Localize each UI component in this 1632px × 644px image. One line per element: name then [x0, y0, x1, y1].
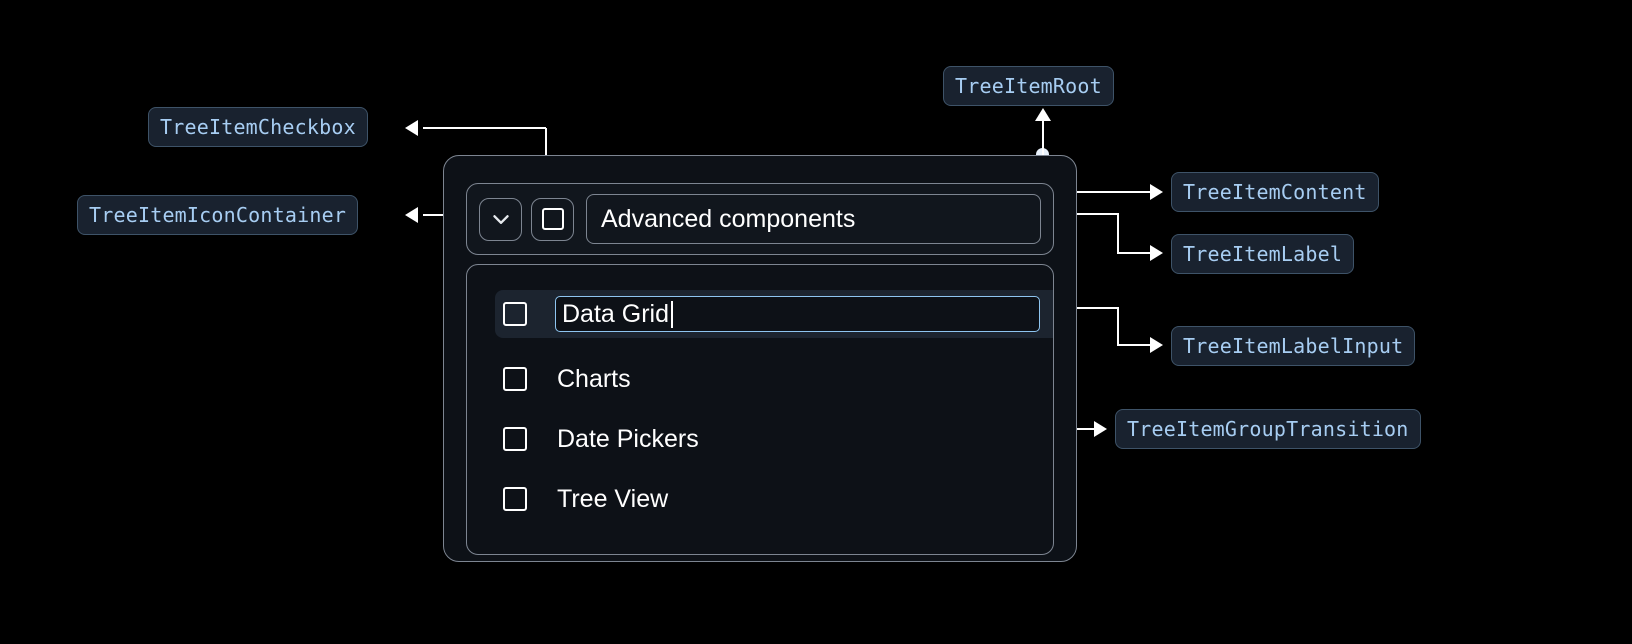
connector-arrow-label-input — [1150, 337, 1163, 353]
connector-arrow-content — [1150, 184, 1163, 200]
connector-line-label-h1 — [1041, 213, 1119, 215]
connector-arrow-checkbox — [405, 120, 418, 136]
connector-line-label-input-h2 — [1117, 344, 1153, 346]
tree-item-label: Charts — [557, 364, 631, 393]
annotation-chip-tree-item-root: TreeItemRoot — [943, 66, 1114, 106]
annotation-chip-tree-item-label: TreeItemLabel — [1171, 234, 1355, 274]
tree-item-row-editing[interactable]: Data Grid — [495, 290, 1053, 338]
tree-item-checkbox[interactable] — [531, 197, 574, 241]
connector-line-label-h2 — [1117, 252, 1153, 254]
connector-line-root-vertical — [1042, 120, 1044, 156]
text-caret — [670, 300, 673, 328]
tree-item-root[interactable]: Advanced components Data Grid Charts Dat… — [443, 155, 1077, 562]
tree-item-label-input[interactable]: Data Grid — [555, 296, 1040, 332]
tree-item-icon-container[interactable] — [479, 197, 522, 241]
connector-line-label-v — [1117, 213, 1119, 253]
connector-line-checkbox-horizontal — [423, 127, 546, 129]
checkbox-unchecked-icon — [541, 208, 564, 230]
checkbox-unchecked-icon[interactable] — [503, 367, 527, 391]
tree-item-label: Tree View — [557, 484, 669, 513]
connector-arrow-root — [1035, 108, 1051, 121]
checkbox-unchecked-icon[interactable] — [503, 487, 527, 511]
connector-arrow-group-transition — [1094, 421, 1107, 437]
chevron-down-icon — [492, 215, 509, 224]
annotation-chip-tree-item-group-transition: TreeItemGroupTransition — [1115, 409, 1421, 449]
tree-item-row[interactable]: Charts — [497, 356, 1053, 402]
checkbox-unchecked-icon[interactable] — [503, 302, 527, 326]
tree-item-group-transition: Data Grid Charts Date Pickers Tree View — [466, 264, 1054, 555]
tree-item-label: Date Pickers — [557, 424, 699, 453]
annotation-chip-tree-item-content: TreeItemContent — [1171, 172, 1379, 212]
connector-line-label-input-v — [1117, 307, 1119, 346]
tree-item-label[interactable]: Advanced components — [586, 194, 1041, 244]
tree-item-content[interactable]: Advanced components — [466, 183, 1054, 255]
connector-line-label-input-h1 — [1041, 307, 1119, 309]
tree-item-row[interactable]: Date Pickers — [497, 416, 1053, 462]
annotation-chip-tree-item-icon-container: TreeItemIconContainer — [77, 195, 359, 235]
tree-item-row[interactable]: Tree View — [497, 476, 1053, 522]
connector-line-content — [1053, 191, 1153, 193]
connector-arrow-icon-container — [405, 207, 418, 223]
annotation-chip-tree-item-checkbox: TreeItemCheckbox — [148, 107, 368, 147]
annotation-chip-tree-item-label-input: TreeItemLabelInput — [1171, 326, 1416, 366]
tree-item-label-input-value: Data Grid — [562, 299, 669, 328]
checkbox-unchecked-icon[interactable] — [503, 427, 527, 451]
connector-arrow-label — [1150, 245, 1163, 261]
